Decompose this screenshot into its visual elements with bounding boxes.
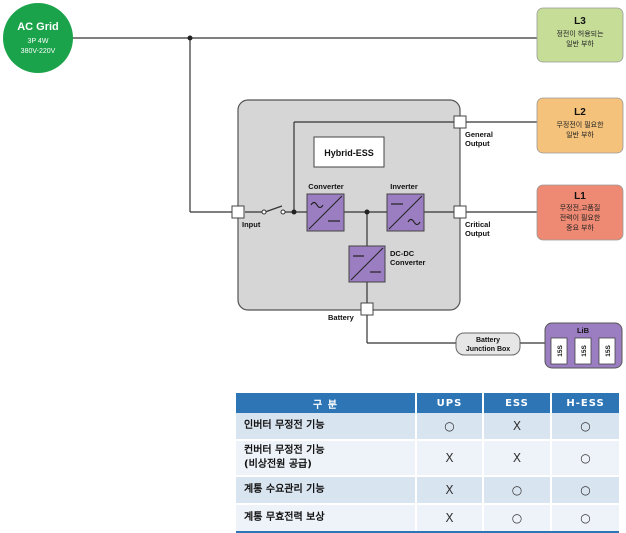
junction-label-1: Battery bbox=[476, 337, 500, 344]
header-category: 구 분 bbox=[236, 393, 417, 413]
load-l2-title: L2 bbox=[574, 107, 586, 118]
inverter-ac-wave-icon bbox=[407, 218, 421, 226]
input-terminal bbox=[231, 205, 245, 219]
dcdc-block bbox=[348, 245, 386, 283]
header-ess: ESS bbox=[483, 393, 552, 413]
row-label-line-1: 인버터 무정전 기능 bbox=[244, 420, 325, 431]
cell-ups: X bbox=[416, 476, 484, 505]
battery-junction-box: Battery Junction Box bbox=[455, 332, 521, 356]
row-label-line-1: 컨버터 무정전 기능 bbox=[244, 445, 325, 456]
ac-grid-node: AC Grid 3P 4W 380V-220V bbox=[3, 3, 73, 73]
cell-ess: ○ bbox=[483, 476, 552, 505]
cell-hess: ○ bbox=[551, 504, 619, 533]
cell-ups: X bbox=[416, 440, 484, 477]
dcdc-diagonal-icon bbox=[350, 247, 384, 281]
table-row: 계통 수요관리 기능 X ○ ○ bbox=[236, 476, 619, 505]
load-l3-desc-1: 정전이 허용되는 bbox=[556, 29, 604, 38]
junction-box-rect bbox=[455, 332, 521, 356]
converter-block bbox=[306, 193, 345, 232]
load-l1-desc-1: 무정전,고품질 bbox=[560, 203, 601, 212]
lib-cell-1: 15S bbox=[550, 337, 568, 365]
inverter-block bbox=[386, 193, 425, 232]
general-output-label-1: General bbox=[465, 130, 493, 139]
load-l1-box bbox=[536, 184, 624, 241]
load-l3-desc-2: 일반 부하 bbox=[566, 39, 594, 48]
load-l3-box bbox=[536, 7, 624, 63]
converter-diagonal-icon bbox=[308, 195, 343, 230]
ac-grid-spec-1: 3P 4W bbox=[28, 38, 49, 45]
load-l2: L2 무정전이 필요한 일반 부하 bbox=[536, 97, 624, 154]
inverter-diagonal-icon bbox=[388, 195, 423, 230]
lib-cell-2: 15S bbox=[574, 337, 592, 365]
cell-hess: ○ bbox=[551, 476, 619, 505]
converter-ac-wave-icon bbox=[310, 201, 324, 209]
critical-output-label-2: Output bbox=[465, 229, 490, 238]
lib-title: LiB bbox=[577, 326, 590, 335]
lib-cell-2-label: 15S bbox=[581, 345, 588, 357]
row-label: 계통 수요관리 기능 bbox=[236, 476, 417, 505]
comparison-table: 구 분 UPS ESS H-ESS 인버터 무정전 기능 ○ X ○ 컨버터 무… bbox=[236, 393, 619, 533]
battery-terminal bbox=[360, 302, 374, 316]
critical-output-terminal bbox=[453, 205, 467, 219]
critical-output-label-1: Critical bbox=[465, 220, 490, 229]
dcdc-label-line-2: Converter bbox=[390, 258, 426, 267]
table-header-row: 구 분 UPS ESS H-ESS bbox=[236, 393, 619, 413]
ess-switch-blade-over-box bbox=[264, 205, 283, 213]
row-label-line-1: 계통 무효전력 보상 bbox=[244, 512, 325, 523]
row-label: 인버터 무정전 기능 bbox=[236, 413, 417, 441]
lib-battery-pack: LiB 15S 15S 15S bbox=[544, 322, 623, 369]
junction-dot-grid bbox=[187, 35, 193, 41]
lib-cell-3-box bbox=[598, 337, 616, 365]
table-row: 인버터 무정전 기능 ○ X ○ bbox=[236, 413, 619, 441]
input-label: Input bbox=[242, 220, 261, 229]
switch-contact-left-icon bbox=[261, 209, 267, 215]
load-l1: L1 무정전,고품질 전력이 필요한 중요 부하 bbox=[536, 184, 624, 241]
cell-ups: ○ bbox=[416, 413, 484, 441]
lib-cell-2-box bbox=[574, 337, 592, 365]
ess-title-box bbox=[313, 136, 385, 168]
cell-hess: ○ bbox=[551, 440, 619, 477]
ess-enclosure: Hybrid-ESS Converter Inverter bbox=[231, 99, 467, 316]
cell-ess: ○ bbox=[483, 504, 552, 533]
load-l3-title: L3 bbox=[574, 16, 586, 27]
converter-label: Converter bbox=[308, 182, 344, 191]
cell-hess: ○ bbox=[551, 413, 619, 441]
ess-title: Hybrid-ESS bbox=[324, 148, 374, 158]
row-label: 계통 무효전력 보상 bbox=[236, 504, 417, 533]
table-row: 계통 무효전력 보상 X ○ ○ bbox=[236, 504, 619, 533]
junction-label-2: Junction Box bbox=[466, 346, 510, 353]
load-l1-title: L1 bbox=[574, 191, 586, 202]
load-l3: L3 정전이 허용되는 일반 부하 bbox=[536, 7, 624, 63]
cell-ess: X bbox=[483, 413, 552, 441]
inverter-label: Inverter bbox=[390, 182, 418, 191]
lib-cell-1-box bbox=[550, 337, 568, 365]
lib-cell-1-label: 15S bbox=[557, 345, 564, 357]
row-label-line-2: (비상전원 공급) bbox=[244, 459, 312, 470]
cell-ups: X bbox=[416, 504, 484, 533]
lib-cell-3: 15S bbox=[598, 337, 616, 365]
ess-dot-dclink bbox=[364, 209, 370, 215]
ac-grid-spec-2: 380V-220V bbox=[21, 48, 56, 55]
header-hess: H-ESS bbox=[551, 393, 619, 413]
table-row: 컨버터 무정전 기능 (비상전원 공급) X X ○ bbox=[236, 440, 619, 477]
general-output-terminal bbox=[453, 115, 467, 129]
load-l2-box bbox=[536, 97, 624, 154]
lib-cell-3-label: 15S bbox=[605, 345, 612, 357]
row-label: 컨버터 무정전 기능 (비상전원 공급) bbox=[236, 440, 417, 477]
general-output-label-2: Output bbox=[465, 139, 490, 148]
row-label-line-1: 계통 수요관리 기능 bbox=[244, 484, 325, 495]
ac-grid-circle bbox=[3, 3, 73, 73]
cell-ess: X bbox=[483, 440, 552, 477]
load-l2-desc-2: 일반 부하 bbox=[566, 130, 594, 139]
battery-label: Battery bbox=[328, 313, 355, 322]
switch-contact-right-icon bbox=[280, 209, 286, 215]
load-l1-desc-3: 중요 부하 bbox=[566, 223, 594, 232]
dcdc-label-line-1: DC-DC bbox=[390, 249, 415, 258]
load-l2-desc-1: 무정전이 필요한 bbox=[556, 120, 604, 129]
ess-dot-bypass bbox=[291, 209, 297, 215]
ac-grid-title: AC Grid bbox=[17, 21, 59, 33]
header-ups: UPS bbox=[416, 393, 484, 413]
load-l1-desc-2: 전력이 필요한 bbox=[560, 213, 601, 222]
